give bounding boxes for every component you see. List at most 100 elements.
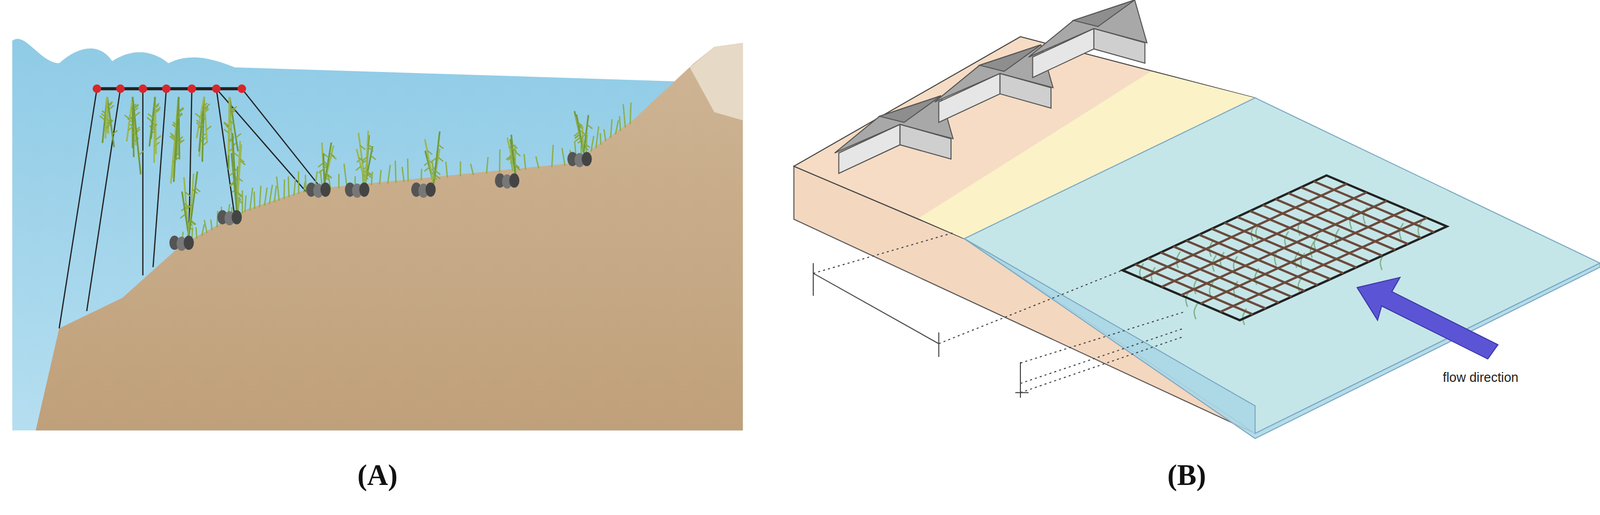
grass-blade (407, 158, 410, 182)
plant-leaf (195, 187, 201, 192)
grass-blade (241, 190, 244, 214)
grass-blade (486, 156, 488, 174)
plant-leaf (224, 122, 230, 127)
plant-leaf (438, 157, 444, 162)
grass-blade (623, 104, 626, 128)
plant-leaf (424, 167, 430, 172)
plant-leaf (155, 107, 161, 112)
plant-leaf (108, 105, 114, 110)
plant-leaf (587, 124, 593, 129)
grass-blade (551, 145, 554, 168)
plant-leaf (200, 133, 206, 138)
plant-leaf (152, 124, 158, 129)
plant-leaf (176, 140, 182, 145)
houses (834, 0, 1147, 174)
plant-leaf (235, 133, 241, 138)
grass-blade (195, 226, 197, 239)
plant-leaf (155, 135, 162, 140)
stone (581, 151, 593, 167)
buoy (92, 84, 102, 94)
grass-blade (395, 160, 396, 183)
grass-blade (561, 148, 566, 166)
grass-blade (264, 187, 268, 206)
plant-leaf (112, 130, 118, 135)
plant-leaf (359, 145, 366, 150)
grass-blade (283, 179, 285, 200)
house (834, 95, 954, 174)
plant-leaf (367, 143, 373, 149)
grass-blade (276, 176, 280, 201)
grass-blade (459, 161, 462, 177)
seafloor (35, 42, 743, 431)
plant-leaf (318, 163, 324, 168)
plant-leaf (366, 170, 372, 175)
grass-blade (244, 195, 247, 212)
mooring-line (216, 88, 307, 192)
plant-leaf (235, 190, 241, 195)
mooring-lines (59, 88, 322, 329)
grass-blade (536, 156, 540, 169)
plant-leaf (105, 123, 111, 128)
grass-blade (1209, 240, 1214, 257)
plant-leaf (229, 171, 235, 176)
grass-blade (600, 133, 601, 145)
buoy (187, 84, 197, 94)
grid-bar (1142, 183, 1347, 279)
house (1028, 0, 1148, 78)
plant-leaf (127, 126, 134, 131)
plant-leaf (147, 117, 153, 122)
grass-blade (524, 153, 526, 170)
grass-blade (445, 161, 448, 178)
grass-blade (259, 185, 261, 208)
flow-arrow (1357, 277, 1498, 359)
mooring-line (86, 88, 121, 311)
plant-leaf (202, 141, 208, 146)
plant-leaf (361, 156, 367, 162)
grass-blade (204, 220, 207, 234)
plant-leaf (355, 166, 362, 171)
grass-blade (420, 168, 423, 181)
grass-blade (387, 164, 391, 184)
grid-bar (1180, 200, 1387, 296)
stone (320, 182, 331, 197)
plant-strand (228, 96, 230, 170)
seagrass (181, 102, 631, 247)
plant-strand (576, 114, 584, 153)
plant-strand (102, 96, 108, 143)
stone (425, 182, 437, 197)
plant-leaf (512, 144, 518, 149)
plant-leaf (370, 155, 377, 160)
plant-strand (228, 96, 230, 158)
grass-blade (401, 166, 405, 182)
water (12, 38, 744, 431)
buoy (211, 84, 221, 94)
plant-strand (151, 96, 156, 139)
plant-leaf (581, 134, 587, 139)
anchor-stones (169, 151, 593, 251)
grid-bar (1161, 192, 1367, 287)
plant-leaf (574, 133, 581, 138)
grass-blade (615, 120, 618, 135)
mooring-line (241, 88, 322, 189)
plant-strand (574, 110, 584, 153)
plant-leaf (202, 103, 208, 108)
grass-blade (288, 176, 290, 198)
plant-leaf (229, 107, 235, 112)
grass-blade (249, 187, 253, 211)
panel-b-illustration (794, 0, 1600, 439)
plant-leaf (154, 103, 160, 108)
grass-blade (591, 135, 594, 152)
grass-blade (1151, 267, 1156, 284)
plant-leaf (511, 147, 517, 152)
grass-blade (610, 119, 613, 138)
mooring-line (59, 88, 97, 329)
grass-blade (379, 169, 382, 185)
buoys (92, 84, 247, 94)
plant-leaf (106, 103, 112, 108)
grass-blade (269, 184, 273, 204)
grass-blade (586, 132, 588, 155)
plant-leaf (101, 113, 107, 118)
panel-label: (A) (357, 458, 398, 492)
